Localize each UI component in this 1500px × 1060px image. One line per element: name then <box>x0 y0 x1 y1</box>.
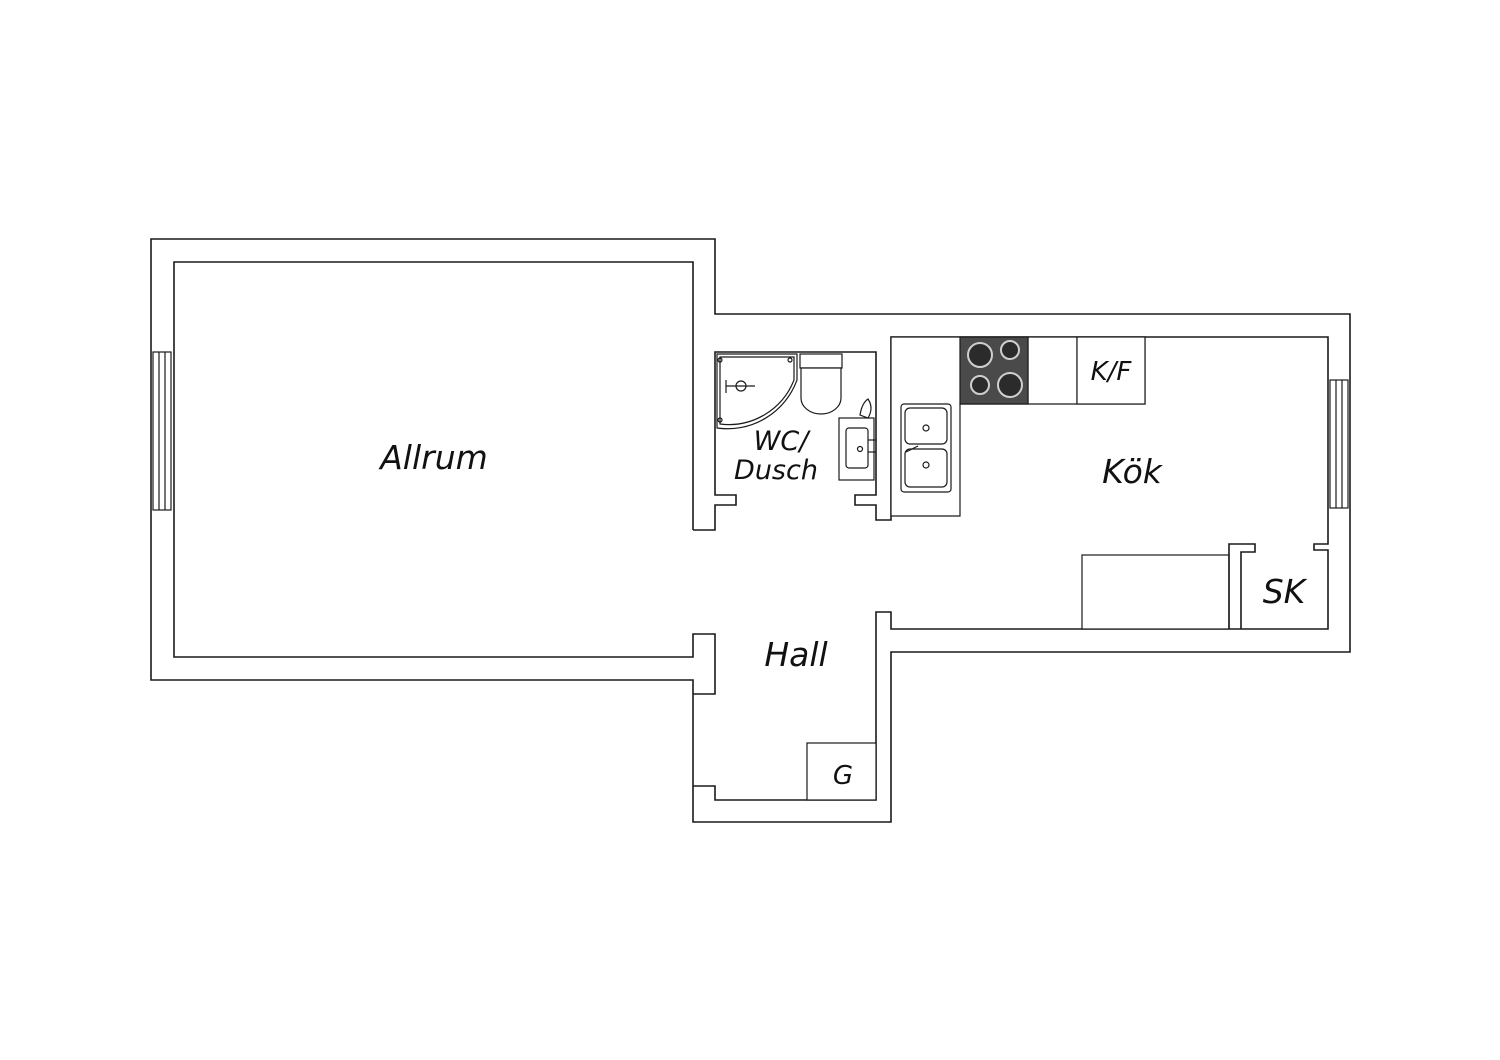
room-label-hall: Hall <box>764 635 827 674</box>
window-left <box>152 351 172 511</box>
room-label-allrum: Allrum <box>378 438 488 477</box>
kf-unit <box>1076 336 1146 405</box>
room-label-wc-line1: WC/ <box>754 426 812 457</box>
stove-icon <box>959 336 1029 405</box>
window-right <box>1329 379 1349 509</box>
outer-wall <box>150 238 1351 823</box>
room-label-wc-line2: Dusch <box>734 455 818 486</box>
label-kf: K/F <box>1091 357 1133 387</box>
sk-closet <box>1228 543 1256 629</box>
room-label-kok: Kök <box>1102 452 1164 491</box>
hall-inner-wall <box>693 336 1329 801</box>
label-g: G <box>833 761 853 791</box>
label-sk: SK <box>1263 572 1308 611</box>
g-cabinet <box>806 742 877 801</box>
shower-icon <box>716 353 798 430</box>
kitchen-sink-icon <box>900 403 952 493</box>
toilet-icon <box>799 353 843 415</box>
bathroom-sink-icon <box>838 398 876 481</box>
allrum-inner-wall <box>173 261 716 695</box>
kitchen-cabinet <box>1081 554 1230 630</box>
